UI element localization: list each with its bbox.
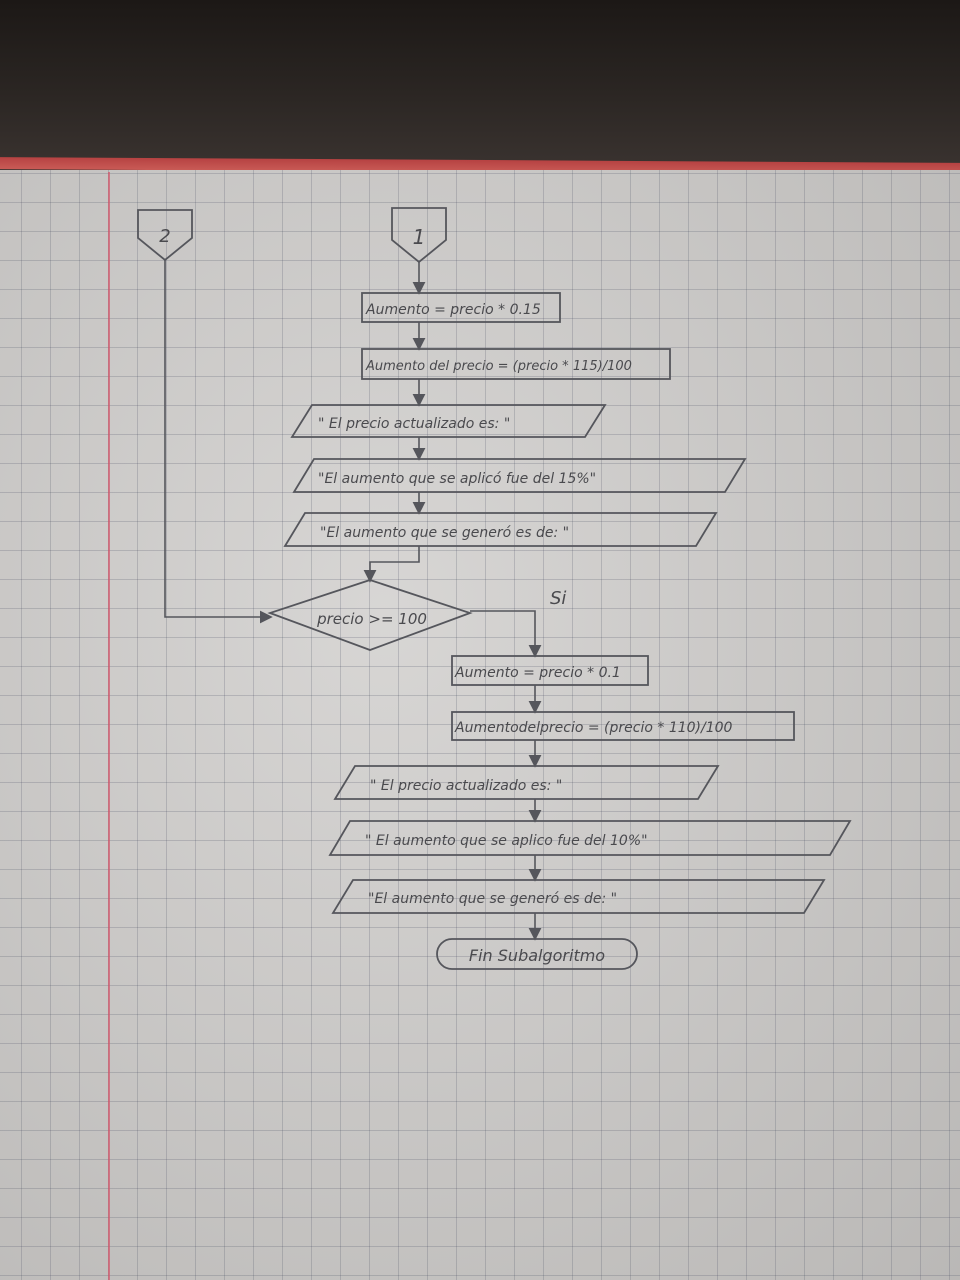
grid-paper: [0, 170, 960, 1280]
connector-2: 2: [137, 209, 193, 262]
output-aumento-aplicado-10: " El aumento que se aplico fue del 10%": [328, 820, 852, 856]
connector-1-label: 1: [413, 225, 426, 249]
arrow-6: [363, 546, 420, 583]
decision-condition-label: precio >= 100: [316, 610, 427, 628]
terminator-label: Fin Subalgoritmo: [469, 946, 605, 965]
output-aumento-generado-1: "El aumento que se generó es de: ": [283, 512, 718, 547]
process-aumento-015-label: Aumento = precio * 0.15: [365, 302, 541, 318]
terminator-fin: Fin Subalgoritmo: [436, 938, 638, 970]
output-aumento-generado-2: "El aumento que se generó es de: ": [331, 879, 826, 914]
decision-precio: precio >= 100: [267, 579, 473, 651]
connector-2-line: [164, 260, 273, 624]
output-precio-actualizado-1-label: " El precio actualizado es: ": [318, 416, 510, 432]
process-aumento-01-label: Aumento = precio * 0.1: [454, 665, 621, 681]
connector-2-label: 2: [159, 226, 170, 247]
process-aumento-015: Aumento = precio * 0.15: [361, 292, 561, 323]
process-aumento-precio-115: Aumento del precio = (precio * 115)/100: [361, 348, 671, 380]
decision-yes-label: Si: [550, 588, 566, 609]
desk-background: [0, 0, 960, 170]
output-precio-actualizado-2-label: " El precio actualizado es: ": [370, 778, 562, 794]
output-precio-actualizado-1: " El precio actualizado es: ": [290, 404, 607, 438]
red-margin-line: [108, 172, 110, 1280]
output-aumento-generado-1-label: "El aumento que se generó es de: ": [320, 525, 569, 541]
process-aumento-precio-110-label: Aumentodelprecio = (precio * 110)/100: [454, 720, 733, 736]
output-precio-actualizado-2: " El precio actualizado es: ": [333, 765, 720, 800]
output-aumento-aplicado-15: "El aumento que se aplicó fue del 15%": [292, 458, 747, 493]
process-aumento-01: Aumento = precio * 0.1: [451, 655, 649, 686]
connector-1: 1: [391, 207, 447, 264]
process-aumento-precio-115-label: Aumento del precio = (precio * 115)/100: [365, 359, 632, 374]
output-aumento-aplicado-15-label: "El aumento que se aplicó fue del 15%": [318, 471, 596, 487]
output-aumento-generado-2-label: "El aumento que se generó es de: ": [368, 891, 617, 907]
decision-yes-line: [470, 610, 542, 658]
process-aumento-precio-110: Aumentodelprecio = (precio * 110)/100: [451, 711, 795, 741]
output-aumento-aplicado-10-label: " El aumento que se aplico fue del 10%": [365, 833, 648, 849]
